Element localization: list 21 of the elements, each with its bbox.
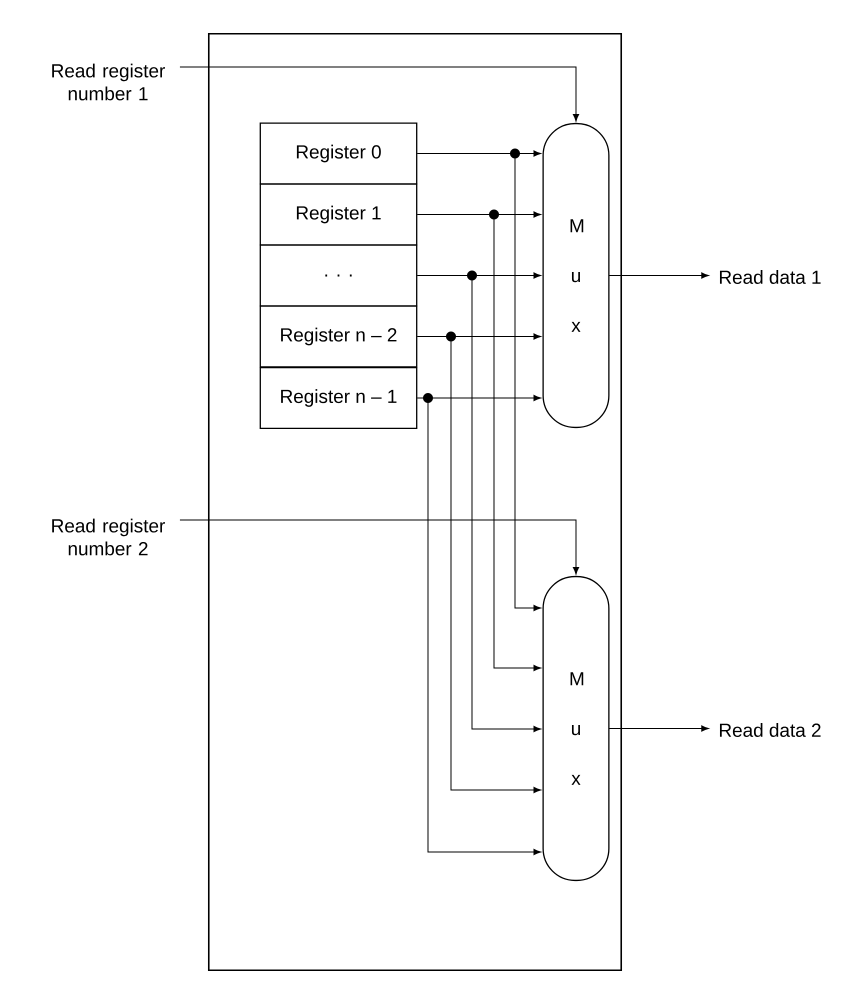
arrow: [416, 336, 541, 794]
input-label: Read register number 1: [52, 64, 165, 100]
arrow: [416, 153, 541, 612]
arrow: [416, 275, 541, 732]
arrow: [416, 398, 541, 856]
register-box: Register n – 2: [260, 305, 418, 368]
arrow: [609, 725, 709, 732]
multiplexer: M u x: [542, 576, 610, 882]
register-box: Register 0: [260, 122, 418, 185]
register-box: Register n – 1: [260, 366, 418, 430]
register-box: . . .: [260, 244, 418, 307]
arrow: [609, 272, 709, 279]
arrow: [416, 214, 541, 672]
register-box: Register 1: [260, 183, 418, 246]
register-file-box: [208, 32, 622, 972]
multiplexer: M u x: [542, 122, 610, 428]
input-label: Read register number 2: [52, 518, 165, 556]
arrow: [179, 520, 580, 574]
output-label: Read data 1: [720, 270, 821, 284]
output-label: Read data 2: [720, 723, 821, 737]
arrow: [179, 66, 580, 122]
